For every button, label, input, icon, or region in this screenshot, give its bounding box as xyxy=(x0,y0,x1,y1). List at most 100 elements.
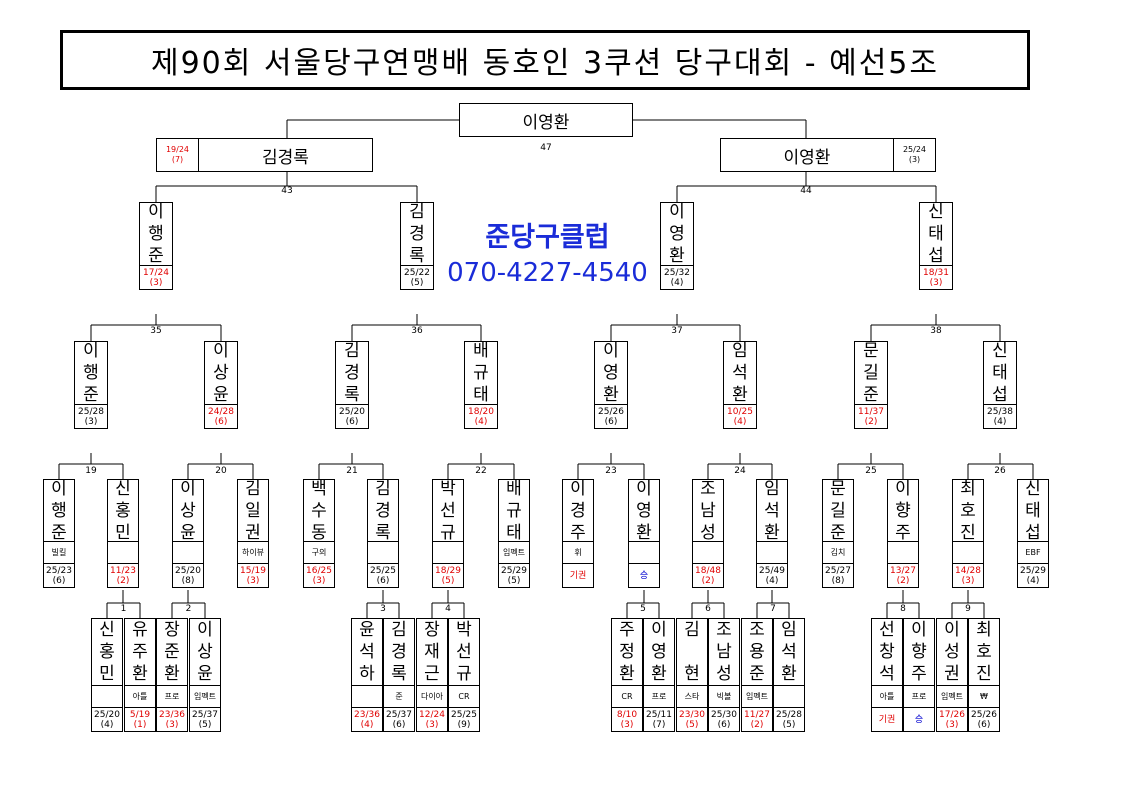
player-club xyxy=(756,542,788,564)
match-number: 19 xyxy=(85,466,97,476)
name-char: 동 xyxy=(311,522,327,543)
player-club: EBF xyxy=(1017,542,1049,564)
player-club xyxy=(773,686,805,708)
score-value: 승 xyxy=(914,714,924,725)
name-char: 상 xyxy=(180,500,196,521)
name-char: 윤 xyxy=(213,385,229,405)
name-char: 선 xyxy=(456,642,472,662)
player-score: 25/25(6) xyxy=(367,564,399,588)
match-number: 43 xyxy=(281,186,293,196)
score-value: 23/36 xyxy=(159,709,185,720)
inning-value: (4) xyxy=(474,416,488,427)
name-char: 임 xyxy=(764,478,780,499)
inning-value: (4) xyxy=(733,416,747,427)
score-value: 12/24 xyxy=(419,709,445,720)
player-club xyxy=(692,542,724,564)
inning-value: (6) xyxy=(214,416,228,427)
name-char: 준 xyxy=(148,246,164,266)
inning-value: (6) xyxy=(345,416,359,427)
score-value: 11/37 xyxy=(858,406,884,417)
score-value: 25/27 xyxy=(825,565,851,576)
name-char: 환 xyxy=(619,664,635,684)
name-char: 태 xyxy=(992,363,1008,383)
name-char: 조 xyxy=(749,620,765,640)
name-char: 용 xyxy=(749,642,765,662)
name-char: 준 xyxy=(164,642,180,662)
score-value: 8/10 xyxy=(616,709,638,720)
name-char: 민 xyxy=(115,522,131,543)
name-char: 이 xyxy=(895,478,911,499)
player-score: 기권 xyxy=(871,708,903,732)
player-score: 17/26(3) xyxy=(936,708,968,732)
score-value: 25/22 xyxy=(404,267,430,278)
inning-value: (1) xyxy=(133,719,147,730)
name-char: 행 xyxy=(51,500,67,521)
player-score: 25/38(4) xyxy=(983,405,1017,429)
name-char: 임 xyxy=(781,620,797,640)
score-value: 기권 xyxy=(569,570,587,581)
name-char: 준 xyxy=(830,522,846,543)
score-value: 25/28 xyxy=(78,406,104,417)
inning-value: (5) xyxy=(410,277,424,288)
inning-value: (4) xyxy=(100,719,114,730)
player-club: 다이아 xyxy=(416,686,448,708)
player-club xyxy=(432,542,464,564)
semifinal-right-name: 이영환 xyxy=(720,138,894,172)
inning-value: (5) xyxy=(685,719,699,730)
player-score: 10/25(4) xyxy=(723,405,757,429)
match-number: 7 xyxy=(770,604,776,614)
score-value: 25/20 xyxy=(339,406,365,417)
name-char: 최 xyxy=(960,478,976,499)
player-score: 18/48(2) xyxy=(692,564,724,588)
name-char: 준 xyxy=(863,385,879,405)
player-club: 아틀 xyxy=(124,686,156,708)
name-char: 주 xyxy=(619,620,635,640)
name-char: 환 xyxy=(132,664,148,684)
name-char: 이 xyxy=(603,341,619,361)
name-char: 박 xyxy=(440,478,456,499)
name-char: 근 xyxy=(424,664,440,684)
name-char: 민 xyxy=(99,664,115,684)
name-char: 상 xyxy=(197,642,213,662)
inning-value: (3) xyxy=(945,719,959,730)
name-char: 주 xyxy=(911,664,927,684)
name-char: 성 xyxy=(700,522,716,543)
name-char: 규 xyxy=(440,522,456,543)
player-score: 25/22(5) xyxy=(400,266,434,290)
match-number: 2 xyxy=(185,604,192,614)
match-number: 47 xyxy=(540,143,552,153)
player-score: 8/10(3) xyxy=(611,708,643,732)
match-number: 21 xyxy=(346,466,358,476)
score-value: 25/25 xyxy=(451,709,477,720)
name-char: 록 xyxy=(375,522,391,543)
name-char: 하 xyxy=(359,664,375,684)
inning-value: (5) xyxy=(441,575,455,586)
name-char: 신 xyxy=(99,620,115,640)
name-char: 홍 xyxy=(115,500,131,521)
inning-value: (4) xyxy=(670,277,684,288)
inning-value: (2) xyxy=(864,416,878,427)
player-score: 25/11(7) xyxy=(643,708,675,732)
name-char: 장 xyxy=(164,620,180,640)
name-char: 경 xyxy=(344,363,360,383)
player-club: 아틀 xyxy=(871,686,903,708)
inning-value: (3) xyxy=(929,277,943,288)
name-char: 이 xyxy=(669,202,685,222)
inning-value: (6) xyxy=(376,575,390,586)
name-char: 행 xyxy=(148,224,164,244)
name-char: 김 xyxy=(391,620,407,640)
